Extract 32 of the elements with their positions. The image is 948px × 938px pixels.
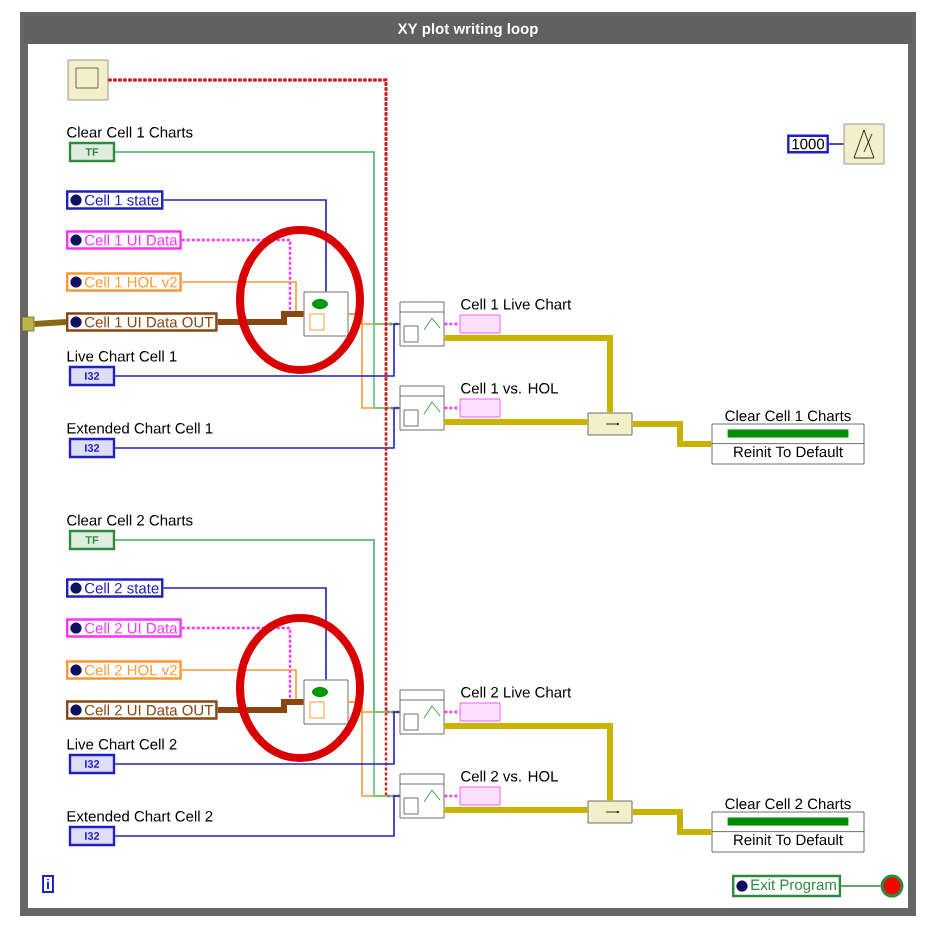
xy-graph-icon [399, 385, 445, 431]
wait-icon [843, 123, 885, 165]
wire [828, 143, 845, 145]
wire [217, 311, 304, 325]
wire [114, 795, 401, 837]
wire [444, 335, 613, 413]
compound-or-icon [587, 412, 633, 436]
wire [114, 711, 401, 765]
xy-graph-icon [399, 301, 445, 347]
wire [162, 587, 327, 681]
wire [632, 809, 712, 835]
wire [444, 710, 460, 714]
wire [444, 419, 588, 425]
wire [444, 322, 460, 326]
wire [632, 421, 712, 447]
wire [444, 807, 588, 813]
wire [114, 323, 401, 377]
wire [444, 723, 613, 801]
compound-or-icon [587, 800, 633, 824]
subvi-icon [303, 291, 349, 337]
cluster-icon [67, 59, 109, 101]
wire [217, 699, 304, 713]
xy-graph-icon [399, 773, 445, 819]
wire [444, 406, 460, 410]
wire [444, 794, 460, 798]
stop-terminal [880, 874, 904, 898]
wire [840, 885, 882, 887]
xy-graph-icon [399, 689, 445, 735]
wire [34, 319, 67, 327]
wire [162, 199, 327, 293]
subvi-icon [303, 679, 349, 725]
wire [114, 407, 401, 449]
